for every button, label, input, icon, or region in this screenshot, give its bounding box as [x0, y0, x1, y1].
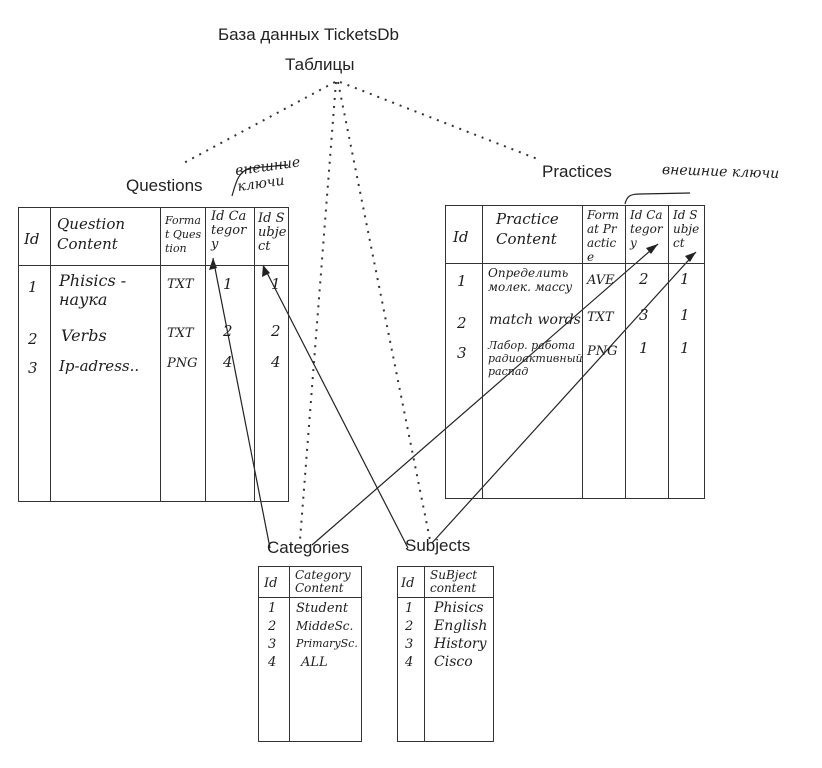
questions-r2-id: 2	[28, 330, 38, 348]
categories-table-title: Categories	[267, 538, 350, 557]
practices-r1-format: AVE	[587, 273, 615, 288]
categories-r3-content: PrimarySc.	[296, 637, 358, 650]
categories-r4-id: 4	[268, 655, 277, 670]
questions-r3-category: 4	[223, 353, 233, 371]
questions-r3-format: PNG	[167, 356, 198, 371]
categories-r1-content: Student	[296, 601, 349, 616]
questions-r1-id: 1	[28, 278, 38, 296]
subjects-r4-id: 4	[405, 655, 414, 670]
fk-line-q-subject	[262, 264, 409, 549]
practices-r3-subject: 1	[680, 339, 690, 357]
fk-line-q-category	[212, 257, 271, 549]
practices-r1-content: Определить молек. массу	[488, 266, 573, 294]
categories-header-id: Id	[264, 576, 278, 591]
questions-r1-format: TXT	[167, 277, 194, 292]
subjects-r1-content: Phisics	[434, 600, 484, 616]
arrowhead-p-subject	[685, 252, 696, 262]
categories-r2-id: 2	[268, 619, 277, 634]
practices-r1-id: 1	[457, 272, 467, 290]
practices-header-subject: Id Subject	[673, 208, 700, 250]
categories-r2-content: MiddeSc.	[296, 619, 354, 633]
practices-r2-id: 2	[457, 314, 467, 332]
questions-r1-content: Phisics - наука	[59, 271, 127, 309]
subjects-r2-content: English	[434, 618, 488, 634]
subjects-r4-content: Cisco	[434, 654, 473, 670]
arrowhead-q-category	[209, 258, 217, 270]
fk-line-p-subject	[431, 251, 697, 544]
subjects-r1-id: 1	[405, 601, 414, 616]
practices-table: Id Practice Content Format Practice Id C…	[445, 205, 705, 499]
practices-r2-category: 3	[639, 306, 649, 324]
categories-r4-content: ALL	[301, 655, 328, 670]
questions-r2-content: Verbs	[61, 326, 107, 345]
subjects-header-id: Id	[401, 576, 415, 591]
questions-header-format: Format Question	[165, 214, 202, 255]
fk-bracket-left	[231, 164, 289, 197]
questions-r3-content: Ip-adress..	[59, 357, 140, 375]
categories-table: Id Category Content 1 Student 2 MiddeSc.…	[258, 566, 362, 742]
subjects-header-content: SuBject content	[430, 568, 478, 595]
dotted-link-practices	[339, 81, 541, 161]
practices-r3-id: 3	[457, 344, 467, 362]
subjects-r3-id: 3	[405, 637, 414, 652]
subjects-r2-id: 2	[405, 619, 414, 634]
practices-r1-subject: 1	[680, 270, 690, 288]
categories-r1-id: 1	[268, 601, 277, 616]
practices-header-content: Practice Content	[496, 210, 559, 248]
practices-r1-category: 2	[639, 270, 649, 288]
categories-header-content: Category Content	[295, 568, 351, 595]
questions-r2-subject: 2	[271, 322, 281, 340]
practices-r3-content: Лабор. работа радиоактивный распад	[488, 339, 583, 378]
diagram-title: База данных TicketsDb	[218, 25, 399, 44]
questions-header-category: Id Category	[211, 209, 247, 252]
questions-r2-category: 2	[223, 322, 233, 340]
questions-table-title: Questions	[126, 176, 203, 195]
subjects-table-title: Subjects	[405, 536, 471, 555]
questions-r1-subject: 1	[271, 275, 281, 293]
questions-header-id: Id	[24, 230, 40, 248]
fk-bracket-right	[624, 192, 691, 205]
arrowhead-p-category	[646, 244, 658, 254]
questions-r2-format: TXT	[167, 326, 194, 341]
practices-table-title: Practices	[542, 162, 612, 181]
questions-r3-id: 3	[28, 359, 38, 377]
diagram-subtitle: Таблицы	[285, 55, 355, 74]
practices-r3-format: PNG	[587, 344, 618, 359]
practices-r2-content: match words	[489, 312, 581, 328]
practices-header-format: Format Practice	[587, 208, 620, 264]
practices-header-id: Id	[453, 228, 469, 246]
subjects-r3-content: History	[434, 636, 487, 652]
fk-line-p-category	[311, 243, 659, 546]
categories-r3-id: 3	[268, 637, 277, 652]
questions-header-content: Question Content	[57, 215, 126, 253]
questions-r3-subject: 4	[271, 353, 281, 371]
dotted-link-subjects	[337, 81, 431, 541]
subjects-table: Id SuBject content 1 Phisics 2 English 3…	[397, 566, 494, 742]
practices-r2-format: TXT	[587, 310, 614, 325]
practices-r3-category: 1	[639, 339, 649, 357]
practices-header-category: Id Category	[630, 208, 663, 250]
questions-header-subject: Id Subject	[258, 211, 287, 254]
arrowhead-q-subject	[262, 265, 270, 277]
questions-r1-category: 1	[223, 275, 233, 293]
practices-r2-subject: 1	[680, 306, 690, 324]
questions-table: Id Question Content Format Question Id C…	[18, 207, 289, 502]
